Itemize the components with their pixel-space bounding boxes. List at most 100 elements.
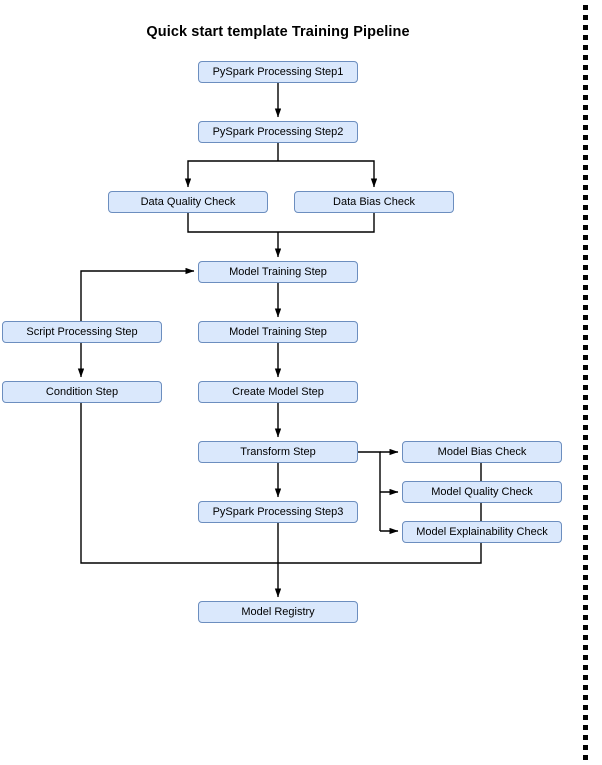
resize-handle-dot[interactable] <box>582 624 589 631</box>
node-condition-step[interactable]: Condition Step <box>2 381 162 403</box>
resize-handle-dot[interactable] <box>582 174 589 181</box>
resize-handle-dot[interactable] <box>582 194 589 201</box>
resize-handle-dot[interactable] <box>582 144 589 151</box>
resize-handle-dot[interactable] <box>582 474 589 481</box>
resize-handle-dot[interactable] <box>582 554 589 561</box>
resize-handle-dot[interactable] <box>582 184 589 191</box>
resize-handle-dot[interactable] <box>582 374 589 381</box>
resize-handle-dot[interactable] <box>582 564 589 571</box>
node-label: Condition Step <box>45 385 119 398</box>
resize-handle-dot[interactable] <box>582 324 589 331</box>
resize-handle-dot[interactable] <box>582 54 589 61</box>
resize-handle-dot[interactable] <box>582 384 589 391</box>
resize-handle-dot[interactable] <box>582 664 589 671</box>
node-label: Data Quality Check <box>140 195 236 208</box>
node-transform-step[interactable]: Transform Step <box>198 441 358 463</box>
node-create-model-step[interactable]: Create Model Step <box>198 381 358 403</box>
resize-handle-dot[interactable] <box>582 574 589 581</box>
resize-handle-dot[interactable] <box>582 304 589 311</box>
resize-handle-dot[interactable] <box>582 394 589 401</box>
resize-handle-dot[interactable] <box>582 274 589 281</box>
resize-handle-dot[interactable] <box>582 594 589 601</box>
node-model-quality-check[interactable]: Model Quality Check <box>402 481 562 503</box>
resize-handle-dot[interactable] <box>582 674 589 681</box>
node-pyspark-processing-step1[interactable]: PySpark Processing Step1 <box>198 61 358 83</box>
node-label: Model Bias Check <box>437 445 527 458</box>
resize-handle-dot[interactable] <box>582 414 589 421</box>
resize-handle-dot[interactable] <box>582 114 589 121</box>
resize-handle-dot[interactable] <box>582 714 589 721</box>
resize-handle-dot[interactable] <box>582 504 589 511</box>
resize-handle-dot[interactable] <box>582 354 589 361</box>
resize-handle-dot[interactable] <box>582 104 589 111</box>
node-data-bias-check[interactable]: Data Bias Check <box>294 191 454 213</box>
resize-handle-dot[interactable] <box>582 614 589 621</box>
edge-script-processing-to-model-training-1 <box>80 267 195 321</box>
resize-handle-dot[interactable] <box>582 164 589 171</box>
resize-handle-dot[interactable] <box>582 494 589 501</box>
node-label: PySpark Processing Step3 <box>212 505 344 518</box>
edge-data-quality-merge <box>187 213 278 233</box>
resize-handle-dot[interactable] <box>582 24 589 31</box>
resize-handle-dot[interactable] <box>582 484 589 491</box>
node-script-processing-step[interactable]: Script Processing Step <box>2 321 162 343</box>
resize-handle-dot[interactable] <box>582 34 589 41</box>
resize-handle-dot[interactable] <box>582 44 589 51</box>
edge-condition-to-bottom-bus <box>80 403 278 564</box>
resize-handle-dot[interactable] <box>582 64 589 71</box>
resize-handle-dot[interactable] <box>582 94 589 101</box>
resize-handle-dot[interactable] <box>582 744 589 751</box>
resize-handle-dot[interactable] <box>582 204 589 211</box>
resize-handle-dot[interactable] <box>582 754 589 761</box>
resize-handle-dot[interactable] <box>582 234 589 241</box>
resize-handle-dot[interactable] <box>582 524 589 531</box>
node-model-bias-check[interactable]: Model Bias Check <box>402 441 562 463</box>
resize-handle-dot[interactable] <box>582 314 589 321</box>
resize-handle-dot[interactable] <box>582 214 589 221</box>
node-pyspark-processing-step3[interactable]: PySpark Processing Step3 <box>198 501 358 523</box>
resize-handle-dot[interactable] <box>582 84 589 91</box>
right-edge-handle-strip[interactable] <box>582 0 594 765</box>
resize-handle-dot[interactable] <box>582 74 589 81</box>
resize-handle-dot[interactable] <box>582 654 589 661</box>
resize-handle-dot[interactable] <box>582 704 589 711</box>
resize-handle-dot[interactable] <box>582 514 589 521</box>
resize-handle-dot[interactable] <box>582 464 589 471</box>
resize-handle-dot[interactable] <box>582 364 589 371</box>
resize-handle-dot[interactable] <box>582 544 589 551</box>
node-model-registry[interactable]: Model Registry <box>198 601 358 623</box>
resize-handle-dot[interactable] <box>582 604 589 611</box>
node-data-quality-check[interactable]: Data Quality Check <box>108 191 268 213</box>
resize-handle-dot[interactable] <box>582 124 589 131</box>
resize-handle-dot[interactable] <box>582 14 589 21</box>
node-model-training-step-2[interactable]: Model Training Step <box>198 321 358 343</box>
resize-handle-dot[interactable] <box>582 284 589 291</box>
node-model-training-step-1[interactable]: Model Training Step <box>198 261 358 283</box>
resize-handle-dot[interactable] <box>582 724 589 731</box>
resize-handle-dot[interactable] <box>582 244 589 251</box>
resize-handle-dot[interactable] <box>582 224 589 231</box>
resize-handle-dot[interactable] <box>582 294 589 301</box>
resize-handle-dot[interactable] <box>582 254 589 261</box>
node-pyspark-processing-step2[interactable]: PySpark Processing Step2 <box>198 121 358 143</box>
node-model-explainability-check[interactable]: Model Explainability Check <box>402 521 562 543</box>
resize-handle-dot[interactable] <box>582 734 589 741</box>
resize-handle-dot[interactable] <box>582 404 589 411</box>
resize-handle-dot[interactable] <box>582 694 589 701</box>
resize-handle-dot[interactable] <box>582 4 589 11</box>
resize-handle-dot[interactable] <box>582 334 589 341</box>
resize-handle-dot[interactable] <box>582 444 589 451</box>
resize-handle-dot[interactable] <box>582 424 589 431</box>
resize-handle-dot[interactable] <box>582 264 589 271</box>
resize-handle-dot[interactable] <box>582 684 589 691</box>
resize-handle-dot[interactable] <box>582 634 589 641</box>
resize-handle-dot[interactable] <box>582 584 589 591</box>
resize-handle-dot[interactable] <box>582 134 589 141</box>
resize-handle-dot[interactable] <box>582 154 589 161</box>
resize-handle-dot[interactable] <box>582 454 589 461</box>
resize-handle-dot[interactable] <box>582 344 589 351</box>
resize-handle-dot[interactable] <box>582 434 589 441</box>
resize-handle-dot[interactable] <box>582 534 589 541</box>
resize-handle-dot[interactable] <box>582 644 589 651</box>
